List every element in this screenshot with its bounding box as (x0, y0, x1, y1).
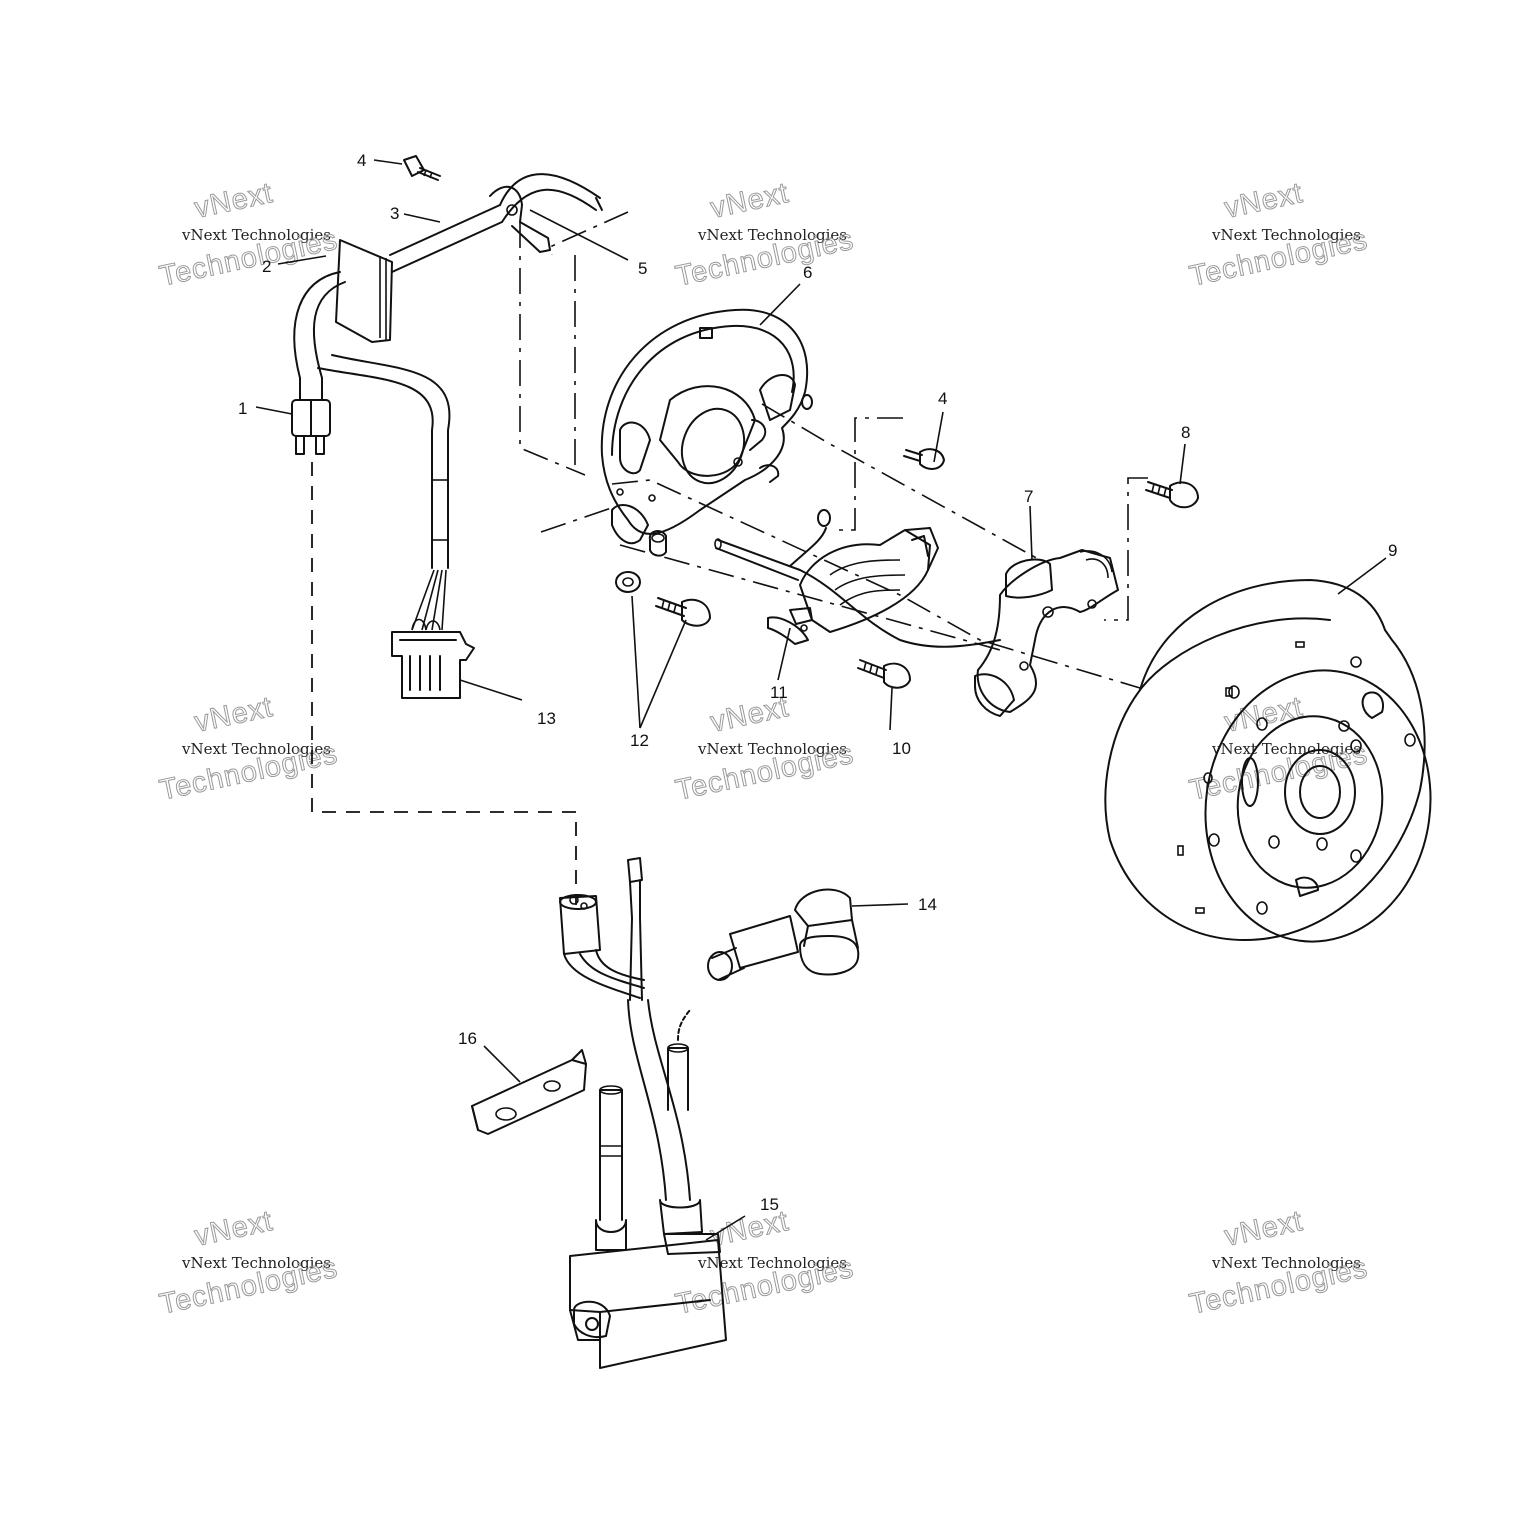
watermark: vNext Technologies vNext Technologies (1186, 177, 1371, 294)
callout-14: 14 (918, 895, 937, 914)
svg-text:vNext Technologies: vNext Technologies (181, 226, 331, 244)
svg-text:vNext: vNext (192, 1205, 276, 1253)
svg-text:vNext: vNext (1222, 177, 1306, 225)
screw-10 (857, 659, 911, 689)
stator-plate (600, 308, 813, 557)
mounting-strap (471, 1049, 587, 1135)
svg-text:vNext Technologies: vNext Technologies (1211, 740, 1361, 758)
svg-text:vNext: vNext (1222, 1205, 1306, 1253)
svg-text:vNext Technologies: vNext Technologies (697, 226, 847, 244)
callout-8: 8 (1181, 423, 1190, 442)
harness-connector (391, 618, 475, 699)
callout-1: 1 (238, 399, 247, 418)
callout-2: 2 (262, 257, 271, 276)
watermark: vNext Technologies vNext Technologies (156, 691, 341, 808)
svg-text:vNext Technologies: vNext Technologies (1211, 226, 1361, 244)
watermark: vNext Technologies vNext Technologies (672, 691, 857, 808)
watermark: vNext Technologies vNext Technologies (672, 1205, 857, 1322)
wire-harness (293, 173, 603, 631)
spark-plug-cap (707, 888, 860, 981)
connector-plug (291, 377, 331, 455)
svg-text:vNext Technologies: vNext Technologies (181, 1254, 331, 1272)
svg-text:vNext: vNext (192, 691, 276, 739)
svg-text:vNext Technologies: vNext Technologies (697, 740, 847, 758)
stator-coil (974, 549, 1119, 717)
leader-lines (255, 159, 1387, 1241)
callout-9: 9 (1388, 541, 1397, 560)
callout-6: 6 (803, 263, 812, 282)
callout-12: 12 (630, 731, 649, 750)
washer-and-screw (615, 571, 711, 627)
screw-4 (903, 448, 945, 470)
svg-text:vNext Technologies: vNext Technologies (697, 1254, 847, 1272)
callout-15: 15 (760, 1195, 779, 1214)
center-lines (311, 211, 1148, 905)
screw-8 (1145, 481, 1199, 509)
svg-text:vNext: vNext (708, 177, 792, 225)
watermark: vNext Technologies vNext Technologies (1186, 691, 1371, 808)
watermark: vNext Technologies vNext Technologies (156, 177, 341, 294)
pulser-coil (714, 509, 1001, 648)
callout-13: 13 (537, 709, 556, 728)
callout-3: 3 (390, 204, 399, 223)
callout-16: 16 (458, 1029, 477, 1048)
watermark: vNext Technologies vNext Technologies (672, 177, 857, 294)
callout-labels: 1 2 3 4 5 6 4 8 7 9 11 10 12 13 14 15 16 (238, 151, 1397, 1214)
watermark-layer: vNext Technologies vNext Technologies vN… (156, 177, 1371, 1322)
screw-top (403, 155, 441, 181)
flywheel (1104, 579, 1432, 943)
svg-text:vNext Technologies: vNext Technologies (1211, 1254, 1361, 1272)
clamp (489, 185, 551, 253)
svg-text:vNext Technologies: vNext Technologies (181, 740, 331, 758)
callout-7: 7 (1024, 487, 1033, 506)
svg-text:vNext: vNext (708, 1205, 792, 1253)
svg-text:vNext: vNext (192, 177, 276, 225)
callout-10: 10 (892, 739, 911, 758)
watermark: vNext Technologies vNext Technologies (1186, 1205, 1371, 1322)
callout-5: 5 (638, 259, 647, 278)
callout-4b: 4 (938, 389, 947, 408)
ignition-coil (559, 857, 727, 1369)
watermark: vNext Technologies vNext Technologies (156, 1205, 341, 1322)
callout-11: 11 (770, 683, 788, 702)
callout-4: 4 (357, 151, 366, 170)
